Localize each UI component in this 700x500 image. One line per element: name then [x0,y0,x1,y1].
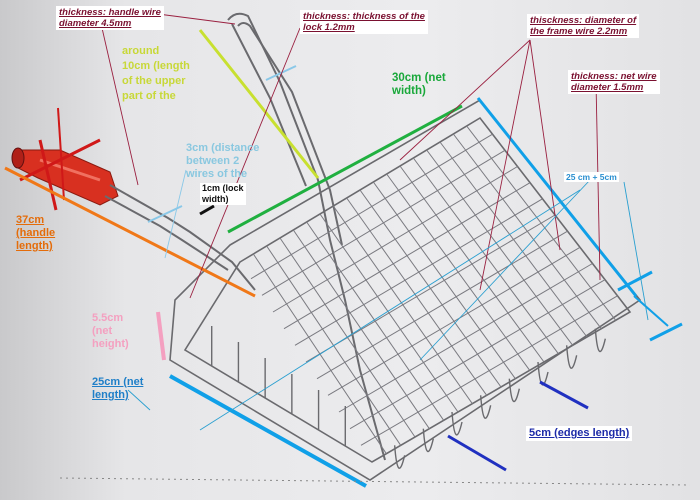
net-wire [316,230,568,380]
pointer-lines [101,13,649,431]
label-net-length: 25cm (net length) [92,376,144,401]
label-upper-length: around 10cm (length of the upper part of… [122,45,190,102]
net-height-line [156,311,166,361]
label-edges-length: 5cm (edges length) [526,426,633,441]
handle-rods [104,12,386,461]
net-wire [349,279,606,430]
net-wire [250,133,493,280]
edge-loop [594,328,607,353]
right-edge-line [476,97,638,297]
label-frame-wire: thisckness: diameter of the frame wire 2… [527,14,640,38]
label-handle-wire: thickness: handle wire diameter 4.5mm [56,6,164,30]
net-wire [360,295,618,446]
label-wire-distance: 3cm (distance between 2 wires of the [186,142,260,180]
table-edge [59,477,691,486]
net-wire [305,214,556,363]
label-net-width: 30cm (net width) [392,72,446,97]
edge-loop [479,395,492,419]
handle-length-line [4,166,256,298]
label-net-height: 5.5cm (net height) [92,312,129,350]
net-wire [272,166,518,313]
edge-loop [565,345,578,369]
label-net-wire: thickness: net wire diameter 1.5mm [568,70,660,94]
red-cross-line-1 [38,139,58,211]
upper-part-line [198,29,320,179]
label-lock-thickness: thickness: thickness of the lock 1.2mm [300,10,428,34]
label-size-25-5: 25 cm + 5cm [564,172,619,182]
basket-edge-loops [211,326,607,469]
wire-distance-line [265,65,297,81]
edge-loop [422,428,435,453]
net-wire [261,149,506,296]
edges-line-2 [539,380,589,410]
annotation-lines [4,29,683,488]
label-handle-length: 37cm (handle length) [16,214,56,252]
edge-loop [393,445,406,469]
label-lock-width: 1cm (lock width) [200,183,246,205]
red-cross-line-3 [57,107,65,201]
net-wire [294,198,543,346]
lock-width-line [199,204,215,216]
red-cross-line-2 [19,138,101,182]
net-wire [283,182,531,330]
net-width-line [227,104,463,234]
edge-loop [508,378,521,403]
net-wire [338,263,593,413]
basket-net [250,125,618,454]
net-length-line [169,374,367,488]
net-wire [327,246,581,396]
edge-loop [451,411,463,436]
edges-line-1 [447,434,507,472]
